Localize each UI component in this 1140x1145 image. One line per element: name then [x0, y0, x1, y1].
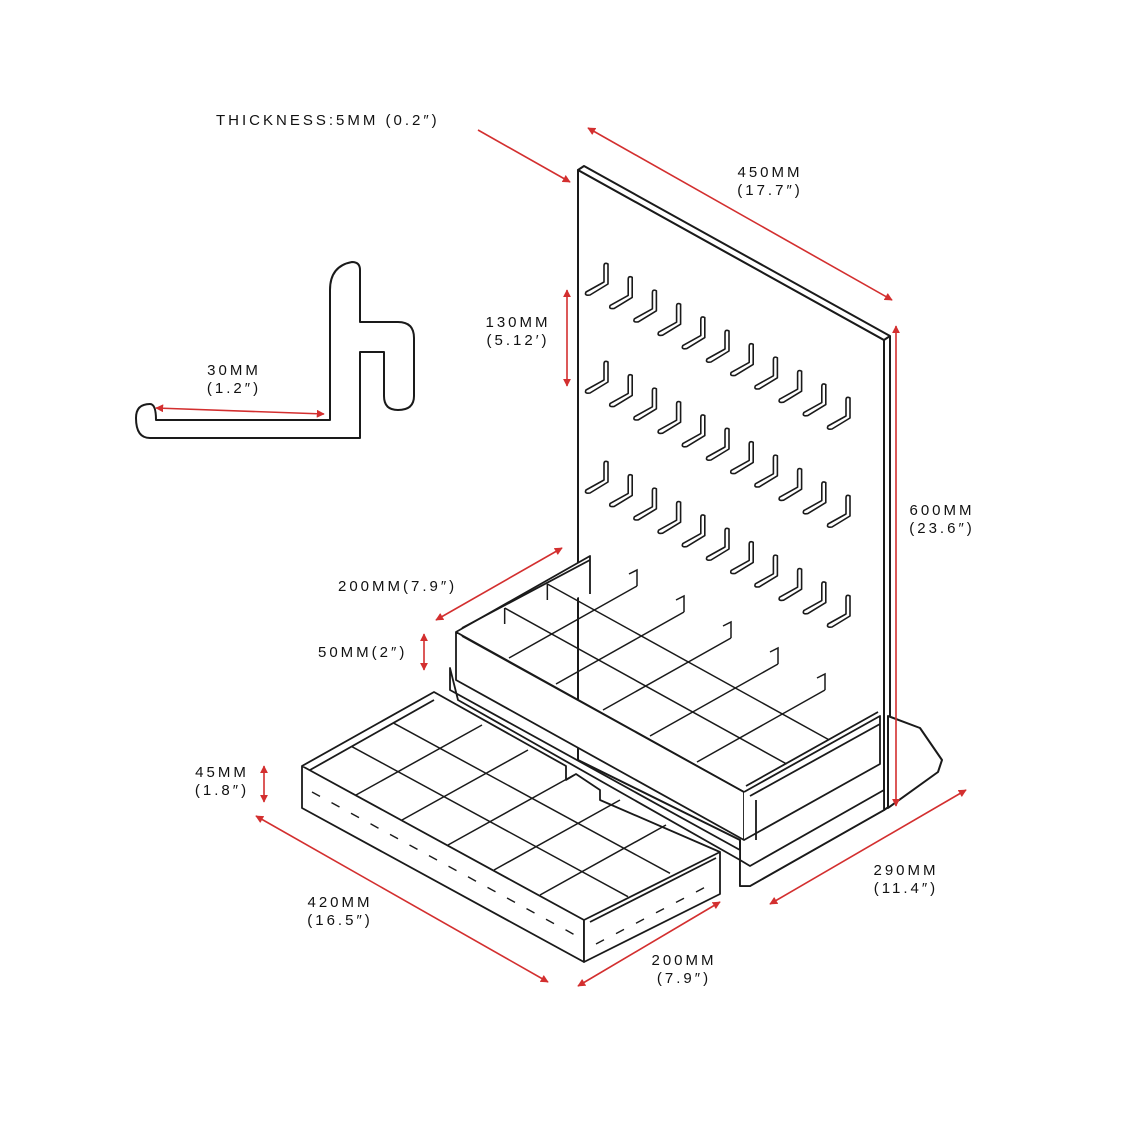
divider [401, 749, 529, 821]
divider [355, 724, 483, 796]
label-upper-tray-depth: 200MM(7.9″) [338, 578, 458, 595]
label-hook-spacing: 130MM(5.12′) [485, 314, 551, 349]
hook [729, 540, 754, 575]
hook [802, 581, 827, 615]
arrow-lower-tray-depth [577, 901, 721, 987]
arrow-lower-tray-length [255, 815, 549, 983]
divider [508, 585, 638, 659]
arrow-base-depth [769, 789, 967, 905]
divider [628, 568, 638, 586]
finger-joint [695, 887, 705, 893]
arrow-upper-tray-depth [435, 547, 563, 621]
arrow-back-width [587, 127, 893, 301]
divider [675, 594, 685, 612]
hook [681, 514, 706, 548]
label-back-height: 600MM(23.6″) [909, 502, 975, 537]
hook [754, 554, 779, 588]
hook [729, 440, 754, 475]
label-lower-tray-length: 420MM(16.5″) [307, 894, 373, 929]
label-upper-tray-height: 50MM(2″) [318, 644, 408, 661]
hook [608, 373, 633, 408]
label-base-depth: 290MM(11.4″) [873, 862, 939, 897]
divider [769, 646, 779, 664]
hook [778, 567, 803, 602]
hook [657, 500, 682, 535]
hook [705, 427, 730, 461]
hook [754, 356, 779, 390]
hook [729, 342, 754, 377]
label-hook-length: 30MM(1.2″) [206, 362, 262, 397]
divider [722, 620, 732, 638]
hook [778, 467, 803, 502]
hook [802, 383, 827, 417]
hook-profile-detail [135, 261, 415, 439]
divider [555, 611, 685, 685]
divider [816, 672, 826, 690]
divider [539, 824, 667, 896]
hook [681, 414, 706, 448]
arrow-thickness [477, 129, 571, 183]
hook [826, 494, 851, 528]
lower-tray-dividers [351, 722, 671, 898]
hook [802, 481, 827, 515]
hook [584, 360, 609, 394]
upper-tray-dividers [503, 568, 830, 765]
hook [633, 487, 658, 521]
arrow-hook-length [155, 404, 325, 418]
hook [705, 329, 730, 363]
label-lower-tray-height: 45MM(1.8″) [194, 764, 250, 799]
hook [633, 387, 658, 421]
hook [608, 473, 633, 508]
finger-joint [331, 801, 340, 808]
hook [657, 302, 682, 337]
hook [657, 400, 682, 435]
hook [826, 594, 851, 628]
divider [649, 663, 779, 737]
finger-joint [311, 791, 321, 798]
divider [696, 689, 826, 763]
hook [705, 527, 730, 561]
label-thickness: THICKNESS:5MM (0.2″) [216, 112, 440, 129]
hook [584, 460, 609, 494]
label-back-width: 450MM(17.7″) [737, 164, 803, 199]
divider [602, 637, 732, 711]
dimension-lines [155, 127, 967, 987]
hook [778, 369, 803, 404]
label-lower-tray-depth: 200MM(7.9″) [651, 952, 717, 987]
hook [826, 396, 851, 430]
finger-joint [565, 929, 574, 935]
hook [681, 316, 706, 350]
hook [754, 454, 779, 488]
